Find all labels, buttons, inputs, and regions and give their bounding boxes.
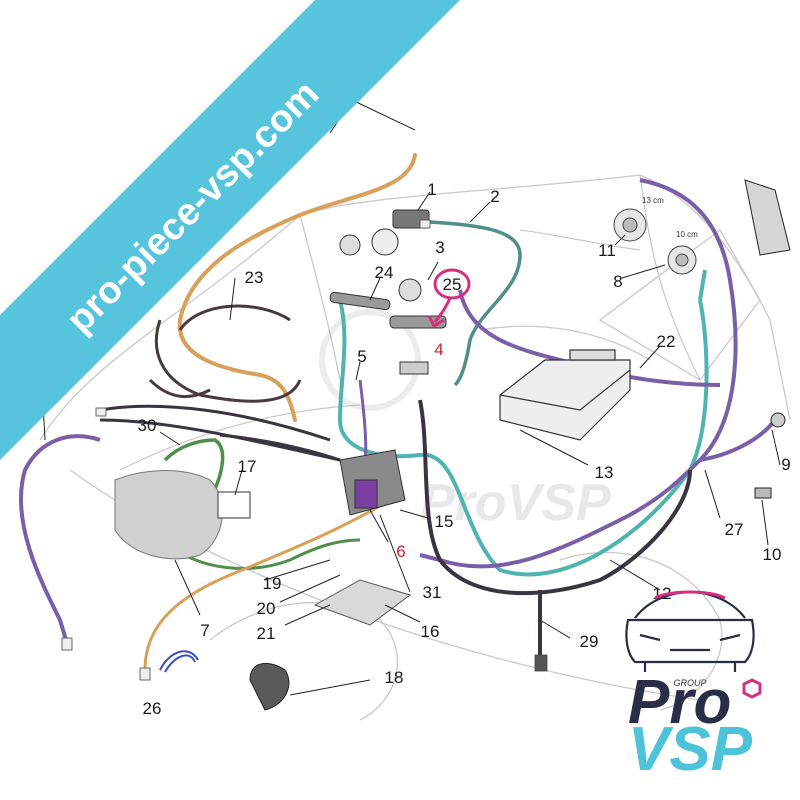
harness-14: [19, 434, 101, 641]
dimension-label-13cm: 13 cm: [642, 196, 664, 205]
battery-13: [499, 349, 631, 441]
harness-2: [429, 220, 522, 387]
part-number-labels: 28 1 2 3 24 25 4 5 23 14 30 17 15 6 19 2…: [25, 85, 791, 718]
part-label-11: 11: [598, 241, 616, 260]
engine-block: [114, 470, 223, 560]
part-label-15: 15: [435, 512, 454, 531]
part-label-31: 31: [423, 583, 442, 602]
clip-26: [159, 650, 199, 673]
logo-group-label: GROUP: [673, 678, 706, 688]
harness-7: [169, 538, 361, 570]
logo-word-pro: Pro: [628, 668, 731, 737]
part-label-1: 1: [427, 180, 436, 199]
speaker-8: [667, 245, 697, 275]
part-label-23: 23: [245, 268, 264, 287]
highlight-25: [427, 268, 471, 329]
part-label-5: 5: [357, 347, 366, 366]
connector-4: [399, 361, 429, 375]
part-label-7: 7: [200, 621, 209, 640]
part-label-30: 30: [138, 416, 157, 435]
provsp-logo: GROUP Pro VSP: [625, 590, 762, 784]
logo-hexagon-icon: [742, 678, 762, 699]
part-label-26: 26: [143, 699, 162, 718]
part-label-18: 18: [385, 668, 404, 687]
part-label-24: 24: [375, 263, 394, 282]
part-label-16: 16: [421, 622, 440, 641]
ghost-watermark-text: ProVSP: [420, 474, 611, 532]
part-label-3: 3: [435, 238, 444, 257]
relay-box-17: [217, 491, 251, 519]
bracket-16: [313, 579, 412, 626]
part-label-27: 27: [725, 520, 744, 539]
harness-23: [148, 304, 302, 403]
plugs: [61, 219, 548, 681]
dimension-label-10cm: 10 cm: [676, 230, 698, 239]
part-label-9: 9: [781, 455, 790, 474]
car-front-icon: [625, 590, 755, 672]
speaker-11: [613, 208, 647, 242]
ghost-watermark: ProVSP: [319, 309, 611, 532]
part-label-29: 29: [580, 632, 599, 651]
pointer-arrow-icon: [427, 315, 445, 329]
harness-orange-lower: [143, 498, 391, 671]
sensor-10: [754, 487, 772, 499]
part-label-22: 22: [657, 332, 676, 351]
part-label-10: 10: [763, 545, 782, 564]
leader-lines: [39, 99, 781, 696]
part-label-19: 19: [263, 574, 282, 593]
part-label-21: 21: [257, 624, 276, 643]
horn-18: [249, 662, 290, 711]
part-label-17: 17: [238, 457, 257, 476]
part-label-4: 4: [434, 340, 443, 359]
harness-30: [163, 438, 225, 501]
part-label-13: 13: [595, 463, 614, 482]
harness-teal-main: [337, 269, 709, 577]
harness-12: [418, 399, 692, 660]
part-label-2: 2: [490, 187, 499, 206]
sensor-9: [770, 412, 786, 428]
harness-engine-bay: [99, 404, 341, 462]
tail-light-assembly: [744, 179, 791, 256]
fuse-box-6: [339, 449, 406, 516]
watermark-ring-icon: [319, 309, 421, 411]
logo-word-vsp: VSP: [628, 715, 753, 784]
logo-roof-accent: [654, 590, 726, 600]
part-label-6: 6: [396, 542, 405, 561]
harness-28: [177, 153, 417, 422]
part-label-25: 25: [443, 275, 462, 294]
part-label-8: 8: [613, 272, 622, 291]
part-label-20: 20: [257, 599, 276, 618]
